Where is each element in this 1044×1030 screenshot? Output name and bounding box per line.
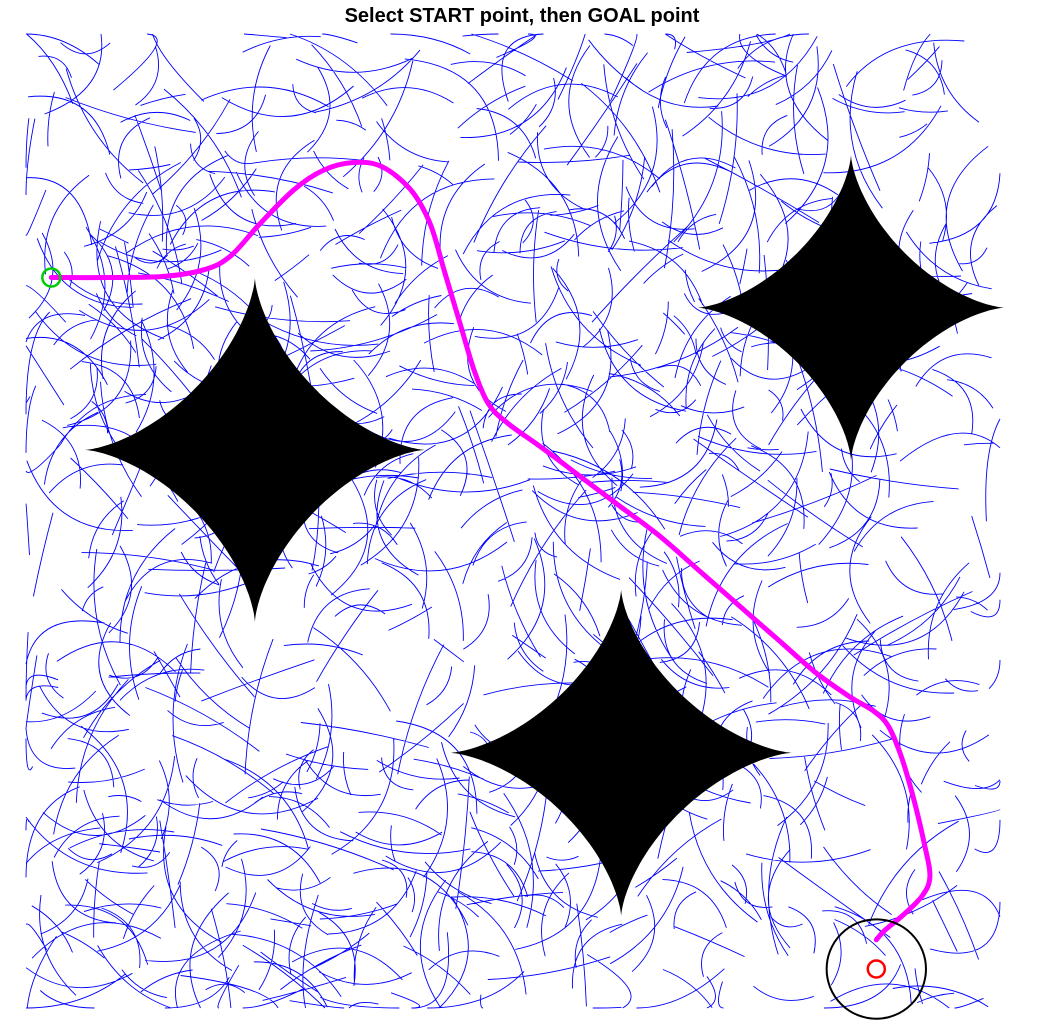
rrt-tree bbox=[25, 33, 1001, 1009]
goal-region bbox=[825, 918, 927, 1020]
figure-title: Select START point, then GOAL point bbox=[344, 5, 700, 27]
markers bbox=[41, 267, 927, 1020]
obstacle-3 bbox=[449, 589, 793, 917]
solution-path bbox=[48, 159, 933, 943]
obstacle-2 bbox=[697, 154, 1005, 461]
obstacles bbox=[84, 154, 1005, 917]
goal-marker[interactable] bbox=[866, 959, 887, 979]
path-line bbox=[48, 159, 933, 943]
obstacle-1 bbox=[84, 277, 426, 623]
start-marker[interactable] bbox=[41, 267, 62, 288]
tree-edges bbox=[25, 33, 1001, 1009]
